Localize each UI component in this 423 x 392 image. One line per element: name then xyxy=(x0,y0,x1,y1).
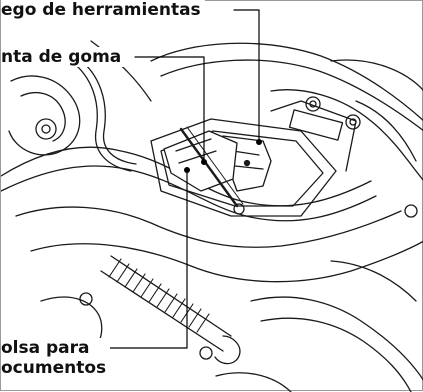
rear-cowl xyxy=(355,100,417,162)
hose xyxy=(78,58,137,165)
hose xyxy=(70,60,132,172)
bolt xyxy=(199,346,213,360)
callout-rubber-band: nta de goma xyxy=(1,47,126,67)
engine-bolt xyxy=(35,118,57,140)
engine-bolt xyxy=(41,124,51,134)
leader-rubber-band xyxy=(134,56,205,162)
bolt xyxy=(404,204,418,218)
callout-document-bag-line1: olsa para xyxy=(1,338,90,358)
seat-rail xyxy=(150,42,423,121)
callout-document-bag: olsa para ocumentos xyxy=(1,338,111,378)
compartment-slot xyxy=(288,109,344,141)
document-bag-shape xyxy=(163,130,238,192)
frame-outline xyxy=(15,206,402,248)
shock-mount xyxy=(214,335,241,365)
bolt xyxy=(79,292,93,306)
grommet xyxy=(305,96,321,112)
lower-body xyxy=(250,296,423,381)
tool-kit-mark xyxy=(243,159,251,167)
grommet xyxy=(309,100,317,108)
lower-body xyxy=(215,372,292,392)
seat-rail xyxy=(160,59,423,132)
compartment-edge xyxy=(160,130,324,207)
frame-outline xyxy=(30,240,423,283)
callout-document-bag-line2: ocumentos xyxy=(1,358,107,378)
rubber-band-shape xyxy=(179,127,239,208)
leader-dot xyxy=(201,159,207,165)
rear-cowl xyxy=(330,59,423,91)
compartment-edge xyxy=(150,118,337,217)
callout-tool-kit: ego de herramientas xyxy=(1,0,205,20)
grommet xyxy=(345,114,361,130)
grommet xyxy=(349,118,357,126)
leader-dot xyxy=(256,139,262,145)
lower-body xyxy=(330,260,417,302)
frame-outline xyxy=(1,165,377,222)
seat-rail xyxy=(270,89,423,181)
engine-part xyxy=(20,92,66,142)
tool-kit-shape xyxy=(232,150,264,170)
lower-body xyxy=(260,317,412,392)
engine-part xyxy=(8,75,81,156)
shock-absorber xyxy=(110,255,232,337)
leader-dot xyxy=(184,167,190,173)
leader-document-bag xyxy=(102,168,188,349)
rubber-band-hook xyxy=(233,203,245,215)
compartment-wall xyxy=(270,100,357,172)
leader-tool-kit xyxy=(233,9,260,142)
leader-lines xyxy=(102,9,260,349)
shock-absorber xyxy=(100,270,224,352)
shock-spring xyxy=(108,258,210,333)
rubber-band-shape xyxy=(186,126,244,205)
